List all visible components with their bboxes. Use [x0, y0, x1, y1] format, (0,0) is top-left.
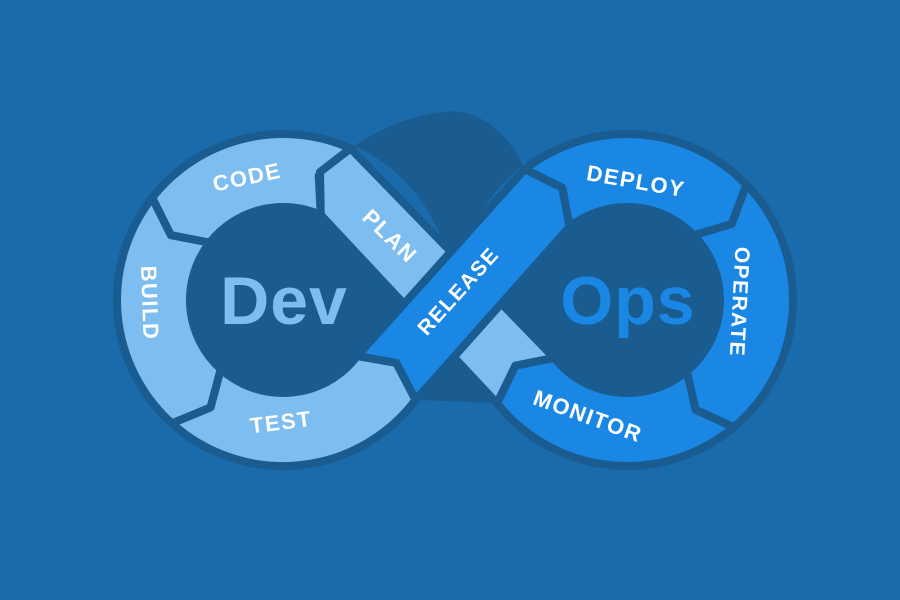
segment-monitor [493, 353, 738, 470]
segment-operate [682, 180, 797, 432]
ops-center-label: Ops [560, 263, 695, 339]
ops-loop [353, 130, 797, 470]
label-build: BUILD [136, 265, 164, 341]
segment-release-ribbon [353, 165, 574, 404]
dev-center-label: Dev [220, 263, 348, 339]
